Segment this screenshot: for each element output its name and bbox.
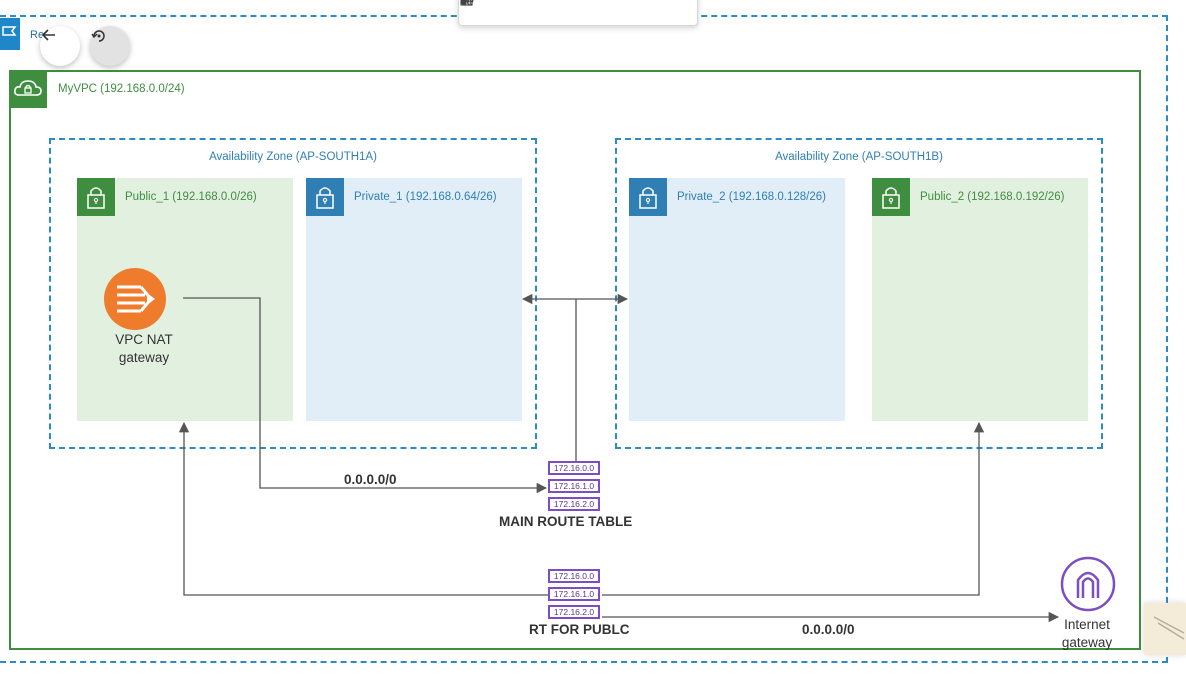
region-flag-icon bbox=[0, 18, 20, 50]
subnet-private-1-label: Private_1 (192.168.0.64/26) bbox=[354, 191, 497, 203]
availability-zone-a bbox=[49, 138, 537, 449]
internet-gateway-label: Internet gateway bbox=[1047, 616, 1127, 652]
availability-zone-b-label: Availability Zone (AP-SOUTH1B) bbox=[775, 151, 943, 163]
vpc-cloud-icon bbox=[9, 70, 47, 108]
main-route-table-label: MAIN ROUTE TABLE bbox=[499, 514, 633, 529]
internet-gateway-label-line1: Internet bbox=[1064, 617, 1110, 632]
public-route-label: 0.0.0.0/0 bbox=[802, 622, 855, 637]
public-subnet-lock-icon bbox=[872, 178, 910, 216]
copy-button[interactable] bbox=[461, 0, 571, 17]
internet-gateway-label-line2: gateway bbox=[1061, 635, 1113, 650]
nat-gateway-label-line2: gateway bbox=[118, 350, 170, 365]
public-route-table-entry: 172.16.2.0 bbox=[548, 605, 600, 619]
subnet-private-2-label: Private_2 (192.168.0.128/26) bbox=[677, 191, 826, 203]
public-route-table-entry: 172.16.1.0 bbox=[548, 587, 600, 601]
internet-gateway-icon bbox=[1060, 556, 1116, 612]
main-route-table-entry: 172.16.1.0 bbox=[548, 479, 600, 493]
lock-button[interactable] bbox=[462, 0, 534, 17]
availability-zone-a-label: Availability Zone (AP-SOUTH1A) bbox=[209, 151, 377, 163]
private-subnet-lock-icon bbox=[306, 178, 344, 216]
cut-button[interactable] bbox=[461, 0, 608, 17]
public-route-table-entry: 172.16.0.0 bbox=[548, 569, 600, 583]
nat-route-line bbox=[183, 297, 548, 494]
rotate-button[interactable] bbox=[90, 26, 130, 66]
vpc-container bbox=[9, 70, 1141, 650]
like-button[interactable] bbox=[460, 0, 497, 17]
main-route-table-entry: 172.16.2.0 bbox=[548, 497, 600, 511]
main-route-table-entry: 172.16.0.0 bbox=[548, 461, 600, 475]
floating-toolbar bbox=[458, 0, 698, 26]
subnet-public-2 bbox=[872, 178, 1088, 421]
main-route-label: 0.0.0.0/0 bbox=[344, 472, 397, 487]
private-subnet-lock-icon bbox=[629, 178, 667, 216]
public-route-table-label: RT FOR PUBLC bbox=[529, 622, 630, 637]
delete-button[interactable] bbox=[462, 0, 645, 17]
availability-zone-b bbox=[615, 138, 1103, 449]
read-aloud-button[interactable] bbox=[460, 0, 682, 17]
subnet-public-2-label: Public_2 (192.168.0.192/26) bbox=[920, 191, 1065, 203]
public-rt-to-public-2-line bbox=[602, 421, 985, 596]
nat-gateway-label-line1: VPC NAT bbox=[115, 332, 173, 347]
subnet-private-1 bbox=[306, 178, 522, 421]
nat-gateway-icon bbox=[103, 267, 167, 331]
public-rt-to-public-1-line bbox=[178, 421, 548, 596]
nat-gateway-label: VPC NAT gateway bbox=[94, 331, 194, 367]
back-button[interactable] bbox=[40, 26, 80, 66]
cropped-image-thumbnail bbox=[1144, 603, 1186, 655]
subnet-public-1-label: Public_1 (192.168.0.0/26) bbox=[125, 191, 257, 203]
subnet-private-2 bbox=[629, 178, 845, 421]
public-subnet-lock-icon bbox=[77, 178, 115, 216]
vpc-label: MyVPC (192.168.0.0/24) bbox=[58, 83, 185, 95]
